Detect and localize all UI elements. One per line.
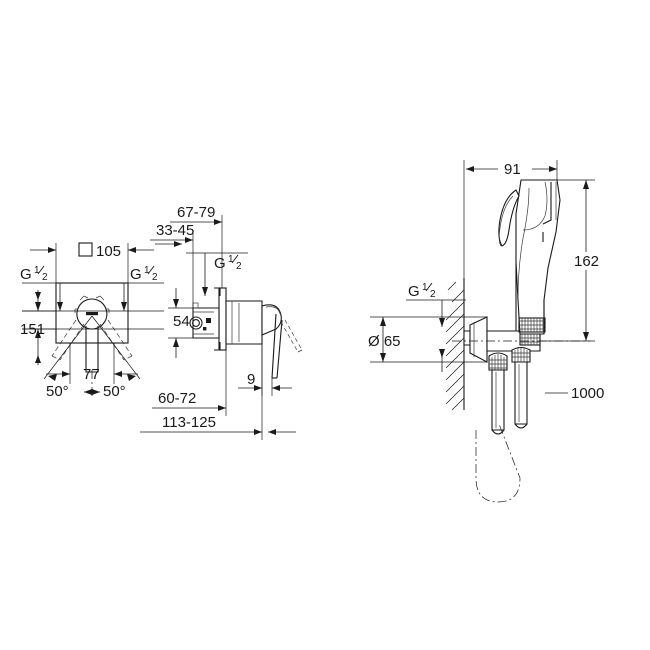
valve-inlet-bore bbox=[192, 319, 200, 327]
thread-fraction-num-left: 1 bbox=[34, 265, 40, 276]
knurl-spray-base bbox=[518, 317, 546, 333]
dim-label-77: 77 bbox=[83, 366, 100, 383]
thread-callout-left: G 1 2 bbox=[20, 265, 78, 311]
thread-label-g-side: G bbox=[408, 283, 420, 300]
thread-label-g-section: G bbox=[214, 255, 226, 272]
lever-handle-curve bbox=[265, 306, 281, 315]
wall-hatching bbox=[445, 281, 465, 411]
thread-fraction-den-left: 2 bbox=[42, 272, 48, 283]
dim-angle-right-50: 50° bbox=[103, 374, 136, 400]
flange-cone bbox=[469, 316, 488, 363]
dim-depth-33-45: 33-45 bbox=[150, 222, 194, 308]
dim-height-151: 151 bbox=[20, 290, 56, 365]
wall-plate-outline bbox=[55, 282, 129, 344]
mixer-body-steps bbox=[231, 301, 240, 344]
dim-height-162: 162 bbox=[540, 179, 604, 342]
dim-label-9: 9 bbox=[247, 371, 255, 388]
mixer-body-front bbox=[225, 300, 263, 345]
valve-marker-square-2 bbox=[203, 327, 207, 331]
valve-inlet-port bbox=[189, 316, 203, 330]
side-view-hand-spray-set: 91 162 Ø 65 G 1 bbox=[368, 160, 604, 503]
lever-swing-dashed bbox=[280, 319, 303, 353]
valve-top-lug bbox=[192, 302, 199, 309]
dim-proj-9: 9 bbox=[238, 344, 292, 396]
hose-left-end bbox=[491, 429, 505, 435]
spray-body-contour bbox=[517, 187, 530, 299]
spray-trigger-lever bbox=[498, 189, 520, 247]
dim-label-33-45: 33-45 bbox=[156, 222, 194, 239]
hose-left-tube bbox=[491, 369, 505, 431]
dim-label-162: 162 bbox=[574, 253, 599, 270]
lever-handle-body bbox=[261, 304, 282, 336]
thread-callout-side: G 1 2 bbox=[406, 282, 466, 372]
thread-fraction-den-right: 2 bbox=[152, 272, 158, 283]
hose-loop-path bbox=[475, 423, 521, 503]
square-symbol-105 bbox=[78, 242, 93, 257]
dim-width-77: 77 bbox=[46, 343, 138, 396]
thread-fraction-num-section: 1 bbox=[228, 254, 234, 265]
hose-connector-left bbox=[488, 352, 508, 435]
trigger-inner-line bbox=[498, 195, 514, 247]
front-view-extension-rails bbox=[22, 310, 164, 330]
thread-callout-section: G 1 2 bbox=[155, 241, 248, 296]
spray-thumb-rest bbox=[542, 182, 552, 225]
dim-label-dia-65: Ø 65 bbox=[368, 333, 401, 350]
mixer-escutcheon-plate bbox=[218, 287, 227, 351]
hose-right-tube bbox=[514, 361, 528, 425]
thread-fraction-den-section: 2 bbox=[236, 261, 242, 272]
hose-connector-right bbox=[511, 346, 531, 429]
dim-label-1000: 1000 bbox=[571, 385, 604, 402]
valve-marker-square bbox=[206, 318, 211, 323]
thread-callout-right: G 1 2 bbox=[108, 265, 164, 311]
callout-hose-length-1000: 1000 bbox=[545, 385, 604, 402]
hose-right-end bbox=[514, 423, 528, 429]
thread-fraction-den-side: 2 bbox=[430, 289, 436, 300]
dim-plate-width-105: 105 bbox=[30, 242, 154, 283]
dim-label-angle-right: 50° bbox=[103, 383, 126, 400]
angle-guide-lines bbox=[43, 315, 141, 380]
dim-angle-left-50: 50° bbox=[46, 374, 69, 400]
thread-label-g-right: G bbox=[130, 266, 142, 283]
dim-value-65: 65 bbox=[384, 333, 401, 350]
dim-label-151: 151 bbox=[20, 321, 45, 338]
dim-label-54: 54 bbox=[173, 313, 190, 330]
spray-body-shoulder bbox=[522, 181, 548, 231]
dim-label-113-125: 113-125 bbox=[162, 414, 216, 431]
inlet-leg-right-hidden bbox=[99, 319, 133, 361]
section-break-marks bbox=[214, 287, 221, 351]
thread-label-g-left: G bbox=[20, 266, 32, 283]
dim-label-60-72: 60-72 bbox=[158, 390, 196, 407]
dim-label-91: 91 bbox=[504, 161, 521, 178]
dim-flange-dia-65: Ø 65 bbox=[368, 316, 487, 363]
dim-label-67-79: 67-79 bbox=[177, 204, 215, 221]
hand-spray-body bbox=[515, 179, 561, 335]
lever-swing-end bbox=[297, 349, 303, 353]
side-section-view-mixer: 67-79 33-45 G 1 2 bbox=[140, 204, 303, 440]
dim-depth-113-125: 113-125 bbox=[140, 344, 296, 440]
diameter-symbol: Ø bbox=[368, 333, 380, 350]
rosette-corner-marks bbox=[74, 295, 110, 313]
dim-depth-67-79: 67-79 bbox=[170, 204, 223, 288]
thread-fraction-num-side: 1 bbox=[422, 282, 428, 293]
dim-depth-60-72: 60-72 bbox=[152, 344, 227, 416]
handle-indicator-slot bbox=[86, 312, 98, 316]
dim-label-angle-left: 50° bbox=[46, 383, 69, 400]
front-view-wall-plate: 105 151 77 bbox=[20, 242, 164, 400]
dim-label-105: 105 bbox=[96, 243, 121, 260]
dim-height-54: 54 bbox=[168, 288, 193, 358]
valve-box-lines bbox=[193, 311, 214, 335]
inlet-leg-left-hidden bbox=[51, 319, 85, 361]
lever-arm-front-edge bbox=[271, 313, 277, 379]
lever-arm-back-edge bbox=[276, 319, 283, 379]
thread-fraction-num-right: 1 bbox=[144, 265, 150, 276]
dim-reach-91: 91 bbox=[463, 160, 558, 278]
